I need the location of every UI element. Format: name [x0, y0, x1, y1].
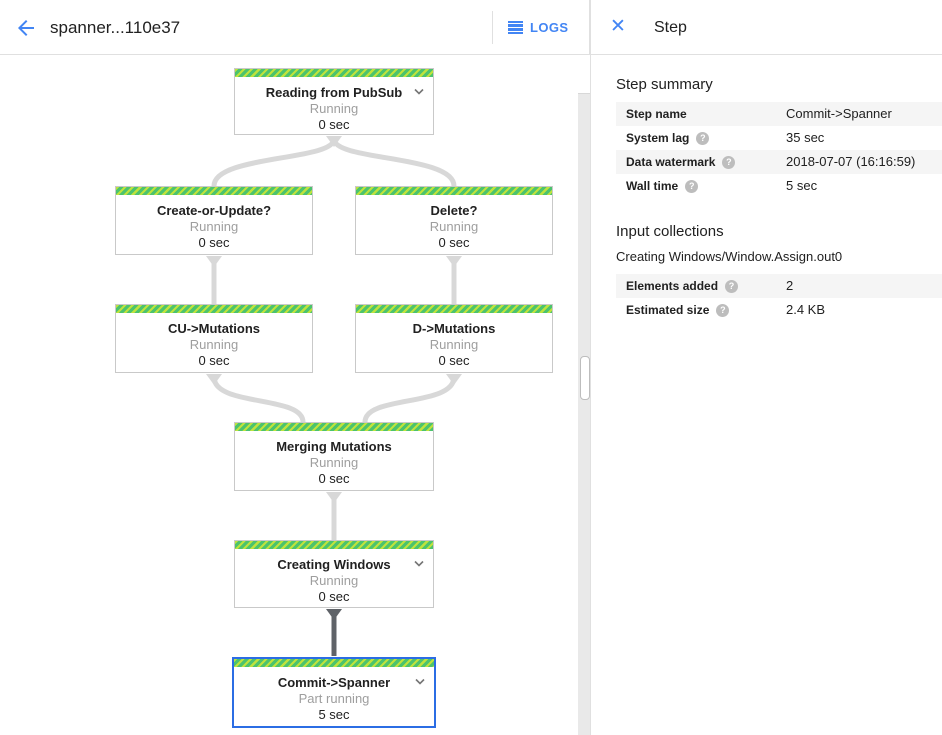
pipeline-edges: [206, 136, 462, 656]
step-details-panel: ✕ Step Step summary Step name Commit->Sp…: [590, 0, 942, 735]
graph-node-commit-spanner-selected[interactable]: Commit->Spanner Part running 5 sec: [232, 657, 436, 728]
logs-list-icon: [508, 19, 523, 36]
header-divider: [492, 11, 493, 44]
row-label: Data watermark: [626, 155, 716, 169]
graph-node-reading-from-pubsub[interactable]: Reading from PubSub Running 0 sec: [234, 68, 434, 135]
node-wall-time: 0 sec: [318, 117, 350, 132]
logs-button[interactable]: LOGS: [508, 0, 568, 55]
node-wall-time: 5 sec: [318, 707, 350, 722]
node-title: Delete?: [430, 203, 478, 218]
node-title: Create-or-Update?: [156, 203, 272, 218]
row-label: Step name: [626, 107, 687, 121]
node-title: Commit->Spanner: [277, 675, 391, 690]
input-collection-name: Creating Windows/Window.Assign.out0: [616, 249, 843, 264]
node-status: Running: [309, 573, 359, 588]
graph-node-merging-mutations[interactable]: Merging Mutations Running 0 sec: [234, 422, 434, 491]
chevron-down-icon[interactable]: [414, 673, 426, 691]
node-title: Reading from PubSub: [265, 85, 403, 100]
pipeline-graph-canvas[interactable]: Reading from PubSub Running 0 sec Create…: [0, 55, 590, 735]
step-summary-table: Step name Commit->Spanner System lag ? 3…: [616, 102, 942, 198]
logs-button-label: LOGS: [530, 20, 569, 35]
chevron-down-icon[interactable]: [413, 83, 425, 101]
row-value: 2018-07-07 (16:16:59): [786, 154, 916, 169]
step-summary-heading: Step summary: [616, 76, 713, 93]
running-stripe-bar: [234, 659, 434, 667]
row-value: Commit->Spanner: [786, 106, 892, 121]
row-label: Elements added: [626, 279, 719, 293]
running-stripe-bar: [235, 541, 433, 549]
graph-node-delete[interactable]: Delete? Running 0 sec: [355, 186, 553, 255]
row-value: 2.4 KB: [786, 302, 826, 317]
node-wall-time: 0 sec: [438, 235, 470, 250]
node-status: Running: [309, 455, 359, 470]
node-wall-time: 0 sec: [198, 353, 230, 368]
node-status: Running: [189, 219, 239, 234]
running-stripe-bar: [116, 187, 312, 195]
chevron-down-icon[interactable]: [413, 555, 425, 573]
graph-scrollbar-track[interactable]: [578, 93, 590, 735]
row-value: 35 sec: [786, 130, 825, 145]
close-icon[interactable]: ✕: [610, 16, 626, 37]
node-status: Running: [309, 101, 359, 116]
table-row-system-lag: System lag ? 35 sec: [616, 126, 942, 150]
panel-title: Step: [654, 19, 687, 36]
running-stripe-bar: [235, 423, 433, 431]
node-title: D->Mutations: [412, 321, 496, 336]
graph-node-create-or-update[interactable]: Create-or-Update? Running 0 sec: [115, 186, 313, 255]
table-row-wall-time: Wall time ? 5 sec: [616, 174, 942, 198]
node-title: Creating Windows: [277, 557, 391, 572]
job-header: spanner...110e37 LOGS: [0, 0, 590, 55]
row-label: Wall time: [626, 179, 679, 193]
help-icon[interactable]: ?: [716, 303, 730, 317]
node-status: Running: [429, 219, 479, 234]
node-wall-time: 0 sec: [198, 235, 230, 250]
graph-node-d-mutations[interactable]: D->Mutations Running 0 sec: [355, 304, 553, 373]
node-status: Part running: [298, 691, 370, 706]
help-icon[interactable]: ?: [722, 155, 736, 169]
node-wall-time: 0 sec: [318, 589, 350, 604]
row-label: Estimated size: [626, 303, 710, 317]
job-title: spanner...110e37: [50, 18, 181, 37]
help-icon[interactable]: ?: [696, 131, 710, 145]
row-value: 5 sec: [786, 178, 818, 193]
running-stripe-bar: [235, 69, 433, 77]
graph-scrollbar-thumb[interactable]: [580, 356, 590, 400]
row-value: 2: [786, 278, 794, 293]
node-title: CU->Mutations: [167, 321, 261, 336]
row-label: System lag: [626, 131, 690, 145]
step-panel-header: ✕ Step: [591, 0, 942, 55]
node-wall-time: 0 sec: [318, 471, 350, 486]
table-row-data-watermark: Data watermark ? 2018-07-07 (16:16:59): [616, 150, 942, 174]
back-arrow-icon[interactable]: [14, 16, 38, 40]
help-icon[interactable]: ?: [685, 179, 699, 193]
node-status: Running: [189, 337, 239, 352]
help-icon[interactable]: ?: [725, 279, 739, 293]
running-stripe-bar: [116, 305, 312, 313]
node-title: Merging Mutations: [276, 439, 392, 454]
node-status: Running: [429, 337, 479, 352]
running-stripe-bar: [356, 187, 552, 195]
table-row-step-name: Step name Commit->Spanner: [616, 102, 942, 126]
graph-node-cu-mutations[interactable]: CU->Mutations Running 0 sec: [115, 304, 313, 373]
running-stripe-bar: [356, 305, 552, 313]
node-wall-time: 0 sec: [438, 353, 470, 368]
input-collection-table: Elements added ? 2 Estimated size ? 2.4 …: [616, 274, 942, 322]
input-collections-heading: Input collections: [616, 223, 724, 240]
graph-node-creating-windows[interactable]: Creating Windows Running 0 sec: [234, 540, 434, 608]
table-row-elements-added: Elements added ? 2: [616, 274, 942, 298]
table-row-estimated-size: Estimated size ? 2.4 KB: [616, 298, 942, 322]
